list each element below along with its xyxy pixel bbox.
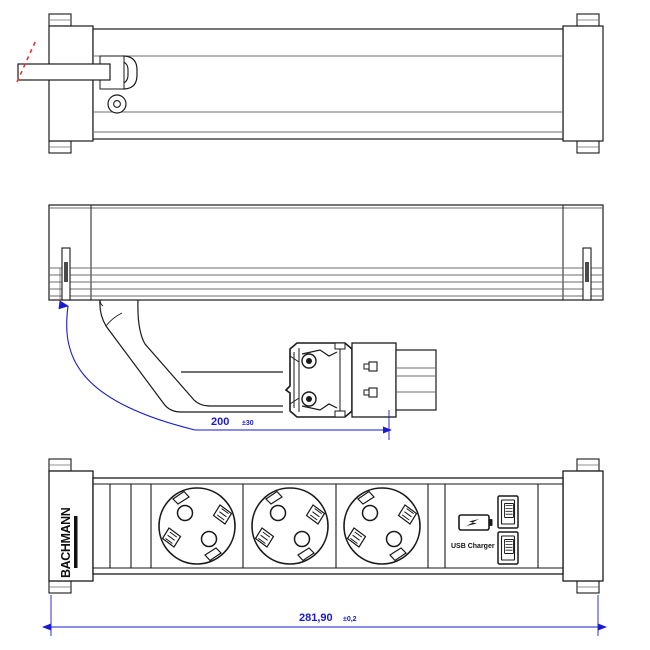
gst18-connector: [284, 342, 437, 418]
brand-logo-text: BACHMANN: [59, 507, 73, 578]
cable-length-value: 200: [211, 416, 229, 428]
overall-length-tolerance: ±0,2: [343, 616, 357, 623]
side-view: 200 ±30: [48, 204, 604, 440]
dimension-text-mask: [293, 609, 365, 623]
cable-length-dimension[interactable]: 200 ±30: [58, 300, 392, 440]
front-view-left-endcap: [48, 458, 94, 594]
power-cable: [17, 63, 111, 81]
brand-logo-bar: [74, 516, 78, 568]
top-view-body: [92, 28, 564, 140]
schuko-socket-3[interactable]: [343, 487, 421, 565]
front-view-right-endcap: [562, 458, 604, 594]
usb-port-top[interactable]: [497, 495, 519, 529]
front-view: BACHMANN USB Charger: [42, 458, 607, 636]
usb-charger-module[interactable]: USB Charger: [451, 495, 519, 565]
top-view-right-endcap: [562, 13, 604, 154]
top-view: [16, 13, 604, 154]
cable-length-tolerance: ±30: [242, 420, 254, 427]
battery-charging-icon: [458, 514, 493, 531]
screw-hole: [107, 94, 127, 114]
overall-length-value: 281,90: [299, 612, 333, 624]
top-view-left-endcap: [48, 13, 94, 154]
side-view-left-clip: [61, 247, 71, 301]
side-view-body: [48, 204, 604, 301]
brand-logo: BACHMANN: [59, 507, 78, 578]
side-view-right-clip: [582, 247, 592, 301]
schuko-socket-1[interactable]: [158, 487, 236, 565]
schuko-socket-2[interactable]: [251, 487, 329, 565]
dimension-text-mask: [204, 413, 266, 427]
overall-length-dimension[interactable]: 281,90 ±0,2: [42, 595, 607, 636]
usb-port-bottom[interactable]: [497, 531, 519, 565]
usb-charger-label: USB Charger: [451, 543, 495, 550]
